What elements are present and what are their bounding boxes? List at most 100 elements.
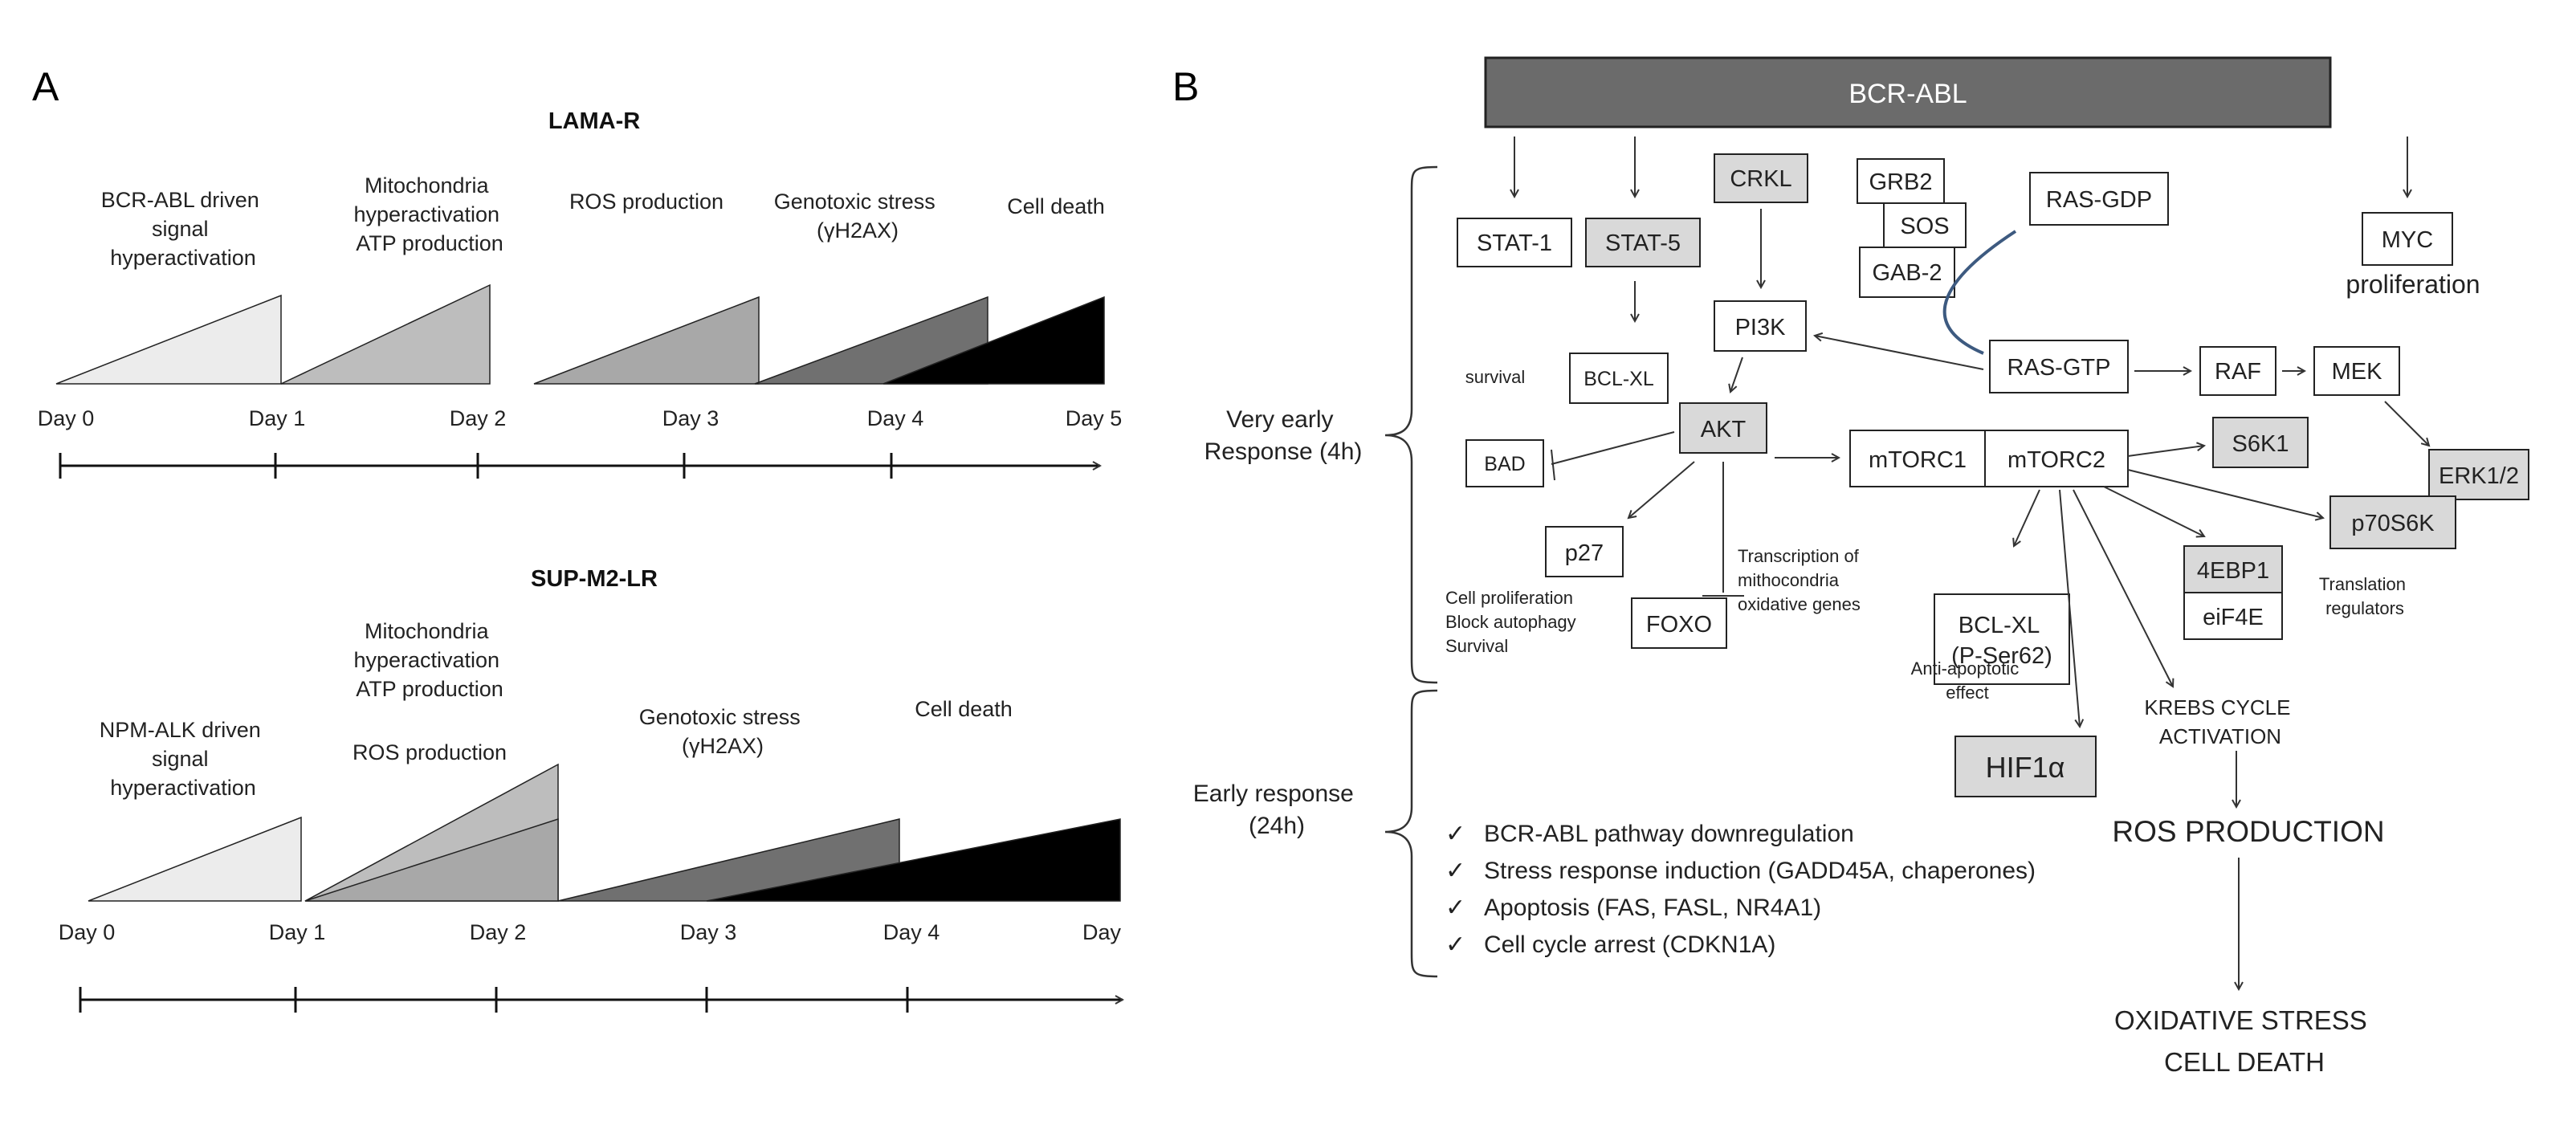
arrow-mtorc2-bclxl bbox=[2014, 489, 2040, 546]
checklist-item-1: Stress response induction (GADD45A, chap… bbox=[1484, 858, 2036, 884]
sup-phase-3-wedge bbox=[304, 817, 559, 902]
grb2-label: GRB2 bbox=[1869, 169, 1933, 195]
lama-phase-2-label: Mitochondria hyperactivation ATP product… bbox=[353, 173, 505, 255]
mtorc2-label: mTORC2 bbox=[2007, 447, 2105, 473]
bad-label: BAD bbox=[1484, 453, 1525, 475]
lama-phase-3-label: ROS production bbox=[569, 190, 723, 214]
crkl-box bbox=[1714, 153, 1808, 203]
p27-label: p27 bbox=[1565, 540, 1604, 566]
checklist-check-0: ✓ bbox=[1445, 821, 1465, 847]
erk-box bbox=[2428, 449, 2529, 500]
erk-label: ERK1/2 bbox=[2439, 463, 2519, 489]
proliferation-label: proliferation bbox=[2346, 270, 2480, 299]
ras-gtp-label: RAS-GTP bbox=[2007, 355, 2111, 381]
checklist-item-0: BCR-ABL pathway downregulation bbox=[1484, 821, 1854, 847]
sup-title: SUP-M2-LR bbox=[531, 566, 658, 592]
sos-label: SOS bbox=[1900, 214, 1949, 239]
bcl-xl-label: BCL-XL bbox=[1584, 368, 1654, 390]
akt-label: AKT bbox=[1701, 417, 1747, 442]
ras-gdp-box bbox=[2029, 172, 2169, 226]
sup-tick-label-5: Day bbox=[1082, 920, 1122, 944]
sup-phase-5-wedge bbox=[706, 818, 1121, 902]
grb2-box bbox=[1857, 158, 1945, 204]
panel-a-letter: A bbox=[32, 64, 59, 109]
lama-phase-4-wedge bbox=[754, 296, 988, 385]
sup-tick-label-0: Day 0 bbox=[59, 920, 116, 944]
panel-b-letter: B bbox=[1172, 64, 1199, 109]
checklist-item-2: Apoptosis (FAS, FASL, NR4A1) bbox=[1484, 895, 1821, 921]
p27-box bbox=[1545, 526, 1624, 577]
lama-phase-1-label: BCR-ABL driven signal hyperactivation bbox=[101, 188, 266, 270]
hif1a-box bbox=[1954, 736, 2097, 797]
bcl-xl-p-label: BCL-XL (P-Ser62) bbox=[1951, 613, 2052, 669]
arrow-mtorc2-hif bbox=[2059, 489, 2080, 727]
early-brace bbox=[1384, 689, 1438, 978]
panel-a: A LAMA-R BCR-ABL driven signal hyperacti… bbox=[32, 64, 1123, 1013]
arrow-mtorc2-krebs bbox=[2073, 489, 2173, 687]
stat5-label: STAT-5 bbox=[1605, 230, 1681, 256]
pi3k-box bbox=[1714, 300, 1807, 352]
ras-gtp-box bbox=[1989, 340, 2129, 393]
lama-tick-label-2: Day 2 bbox=[450, 406, 507, 430]
lama-tick-label-0: Day 0 bbox=[38, 406, 95, 430]
4ebp1-label: 4EBP1 bbox=[2197, 558, 2269, 584]
mtorc2-box bbox=[1984, 430, 2129, 487]
s6k1-label: S6K1 bbox=[2232, 431, 2289, 457]
lama-title: LAMA-R bbox=[548, 108, 640, 134]
arrow-mtorc2-s6k1 bbox=[2127, 446, 2204, 457]
stat1-label: STAT-1 bbox=[1477, 230, 1552, 256]
early-response-label: Early response (24h) bbox=[1193, 781, 1360, 839]
sup-tick-label-4: Day 4 bbox=[883, 920, 940, 944]
survival-label: survival bbox=[1465, 367, 1526, 387]
lama-phase-4-label: Genotoxic stress (γH2AX) bbox=[774, 190, 942, 243]
p70s6k-label: p70S6K bbox=[2351, 511, 2435, 536]
checklist-item-3: Cell cycle arrest (CDKN1A) bbox=[1484, 931, 1775, 958]
very-early-brace bbox=[1384, 165, 1438, 684]
bcl-xl-p-box bbox=[1934, 593, 2070, 685]
lama-phase-5-label: Cell death bbox=[1007, 194, 1105, 218]
mtorc1-label: mTORC1 bbox=[1869, 447, 1967, 473]
bcl-xl-box bbox=[1569, 353, 1669, 404]
bcr-abl-header-label: BCR-ABL bbox=[1848, 79, 1967, 109]
bad-box bbox=[1465, 439, 1544, 487]
panel-b: B BCR-ABL Very early Response (4h) Early… bbox=[1172, 56, 2529, 1077]
arrow-pi3k-akt bbox=[1730, 357, 1743, 392]
foxo-box bbox=[1631, 597, 1727, 649]
stat5-box bbox=[1585, 218, 1701, 267]
lama-phase-2-wedge bbox=[280, 283, 491, 385]
sup-phase-5-label: Cell death bbox=[915, 697, 1013, 721]
sup-tick-label-3: Day 3 bbox=[680, 920, 737, 944]
lama-tick-label-5: Day 5 bbox=[1066, 406, 1123, 430]
p70s6k-box bbox=[2329, 495, 2456, 549]
raf-box bbox=[2199, 346, 2276, 396]
inhibit-akt-bad bbox=[1551, 431, 1675, 465]
sup-phase-1-label: NPM-ALK driven signal hyperactivation bbox=[100, 718, 267, 800]
sos-box bbox=[1883, 202, 1967, 248]
s6k1-box bbox=[2212, 417, 2309, 468]
hif1a-label: HIF1α bbox=[1986, 751, 2065, 784]
checklist-check-2: ✓ bbox=[1445, 895, 1465, 921]
akt-box bbox=[1679, 402, 1767, 454]
arrow-mtorc2-4ebp1 bbox=[2103, 486, 2204, 536]
mtorc1-box bbox=[1849, 430, 1986, 487]
myc-label: MYC bbox=[2382, 227, 2433, 253]
early-response-checklist: ✓ BCR-ABL pathway downregulation ✓ Stres… bbox=[1445, 821, 2036, 958]
lama-phase-1-wedge bbox=[55, 294, 282, 385]
eif4e-label: eiF4E bbox=[2203, 605, 2264, 630]
sup-phase-4-label: Genotoxic stress (γH2AX) bbox=[639, 705, 807, 758]
lama-tick-label-1: Day 1 bbox=[249, 406, 306, 430]
sup-timeline: SUP-M2-LR NPM-ALK driven signal hyperact… bbox=[59, 566, 1123, 1013]
foxo-label: FOXO bbox=[1646, 612, 1712, 638]
sup-tick-label-1: Day 1 bbox=[269, 920, 326, 944]
arrow-mtorc2-p70s6k bbox=[2127, 469, 2323, 518]
bcr-abl-header-bar bbox=[1484, 56, 2332, 128]
eif4e-box bbox=[2183, 592, 2283, 640]
stat1-box bbox=[1457, 218, 1572, 267]
crkl-label: CRKL bbox=[1730, 166, 1791, 192]
krebs-cycle-label: KREBS CYCLE ACTIVATION bbox=[2144, 695, 2296, 748]
lama-timeline: LAMA-R BCR-ABL driven signal hyperactiva… bbox=[38, 108, 1123, 479]
anti-apoptotic-label: Anti-apoptotic effect bbox=[1911, 658, 2024, 703]
gab2-label: GAB-2 bbox=[1872, 260, 1942, 286]
lama-phase-3-wedge bbox=[533, 296, 760, 385]
